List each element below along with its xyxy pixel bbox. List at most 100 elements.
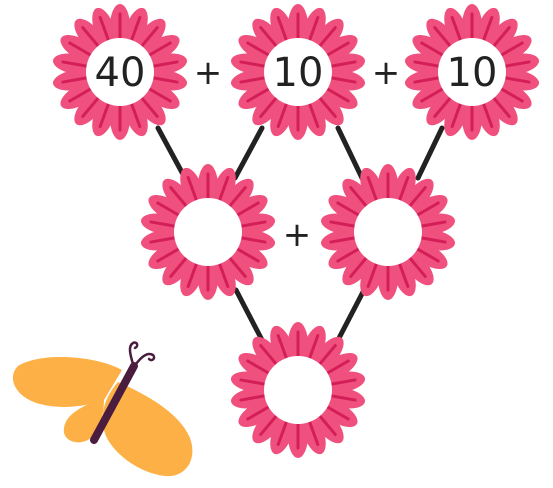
petal-vein — [366, 175, 378, 202]
petal-vein — [149, 220, 177, 228]
top-number-1: 40 — [95, 50, 146, 96]
butterfly-antenna — [128, 341, 139, 366]
petal-vein — [349, 186, 368, 208]
petal-vein — [239, 394, 267, 402]
petal-vein — [450, 102, 462, 129]
butterfly-upper-wing — [12, 356, 122, 407]
butterfly-small-wing — [63, 398, 104, 443]
flower-top-1 — [52, 4, 188, 140]
petal-vein — [276, 333, 288, 360]
petal-vein — [147, 41, 172, 57]
petal-vein — [419, 220, 447, 228]
petal-vein — [408, 186, 427, 208]
petal-vein — [398, 262, 410, 289]
petal-vein — [246, 405, 271, 421]
petal-vein — [329, 76, 357, 84]
petal-vein — [259, 344, 278, 366]
petal-vein — [81, 96, 100, 118]
petal-vein — [235, 201, 260, 217]
plus-sign: + — [372, 53, 401, 93]
petal-vein — [415, 247, 440, 263]
petal-vein — [329, 378, 357, 386]
petal-vein — [246, 359, 271, 375]
petal-vein — [433, 96, 452, 118]
flower-center — [174, 198, 242, 266]
petal-vein — [482, 15, 494, 42]
connector-line — [232, 125, 265, 181]
petal-vein — [235, 247, 260, 263]
petal-vein — [366, 262, 378, 289]
petal-vein — [186, 175, 198, 202]
petal-vein — [329, 236, 357, 244]
petal-vein — [169, 186, 188, 208]
petal-vein — [156, 247, 181, 263]
petal-vein — [61, 60, 89, 68]
petal-vein — [130, 15, 142, 42]
petal-vein — [413, 60, 441, 68]
petal-vein — [329, 220, 357, 228]
petal-vein — [503, 76, 531, 84]
petal-vein — [325, 87, 350, 103]
petal-vein — [151, 76, 179, 84]
petal-vein — [169, 256, 188, 278]
flower-bottom — [230, 322, 366, 458]
petal-vein — [349, 256, 368, 278]
connector-line — [415, 125, 445, 181]
petal-vein — [147, 87, 172, 103]
petal-vein — [228, 256, 247, 278]
flower-middle-2 — [320, 164, 456, 300]
flower-middle-1 — [140, 164, 276, 300]
connector-line — [233, 287, 265, 343]
butterfly-lower-wing — [102, 382, 193, 477]
flower-center — [438, 38, 506, 106]
connector-lines — [155, 125, 445, 343]
petal-vein — [325, 359, 350, 375]
connector-line — [335, 125, 365, 181]
flower-center — [354, 198, 422, 266]
petal-vein — [420, 41, 445, 57]
petal-vein — [413, 76, 441, 84]
petal-vein — [318, 414, 337, 436]
petal-vein — [246, 41, 271, 57]
connector-line — [155, 125, 188, 181]
petal-vein — [419, 236, 447, 244]
petal-vein — [503, 60, 531, 68]
plus-sign: + — [194, 53, 223, 93]
petal-vein — [318, 26, 337, 48]
petal-vein — [239, 60, 267, 68]
petal-vein — [239, 236, 267, 244]
petal-vein — [218, 262, 230, 289]
petal-vein — [186, 262, 198, 289]
petal-vein — [61, 76, 89, 84]
petal-vein — [492, 26, 511, 48]
petal-vein — [433, 26, 452, 48]
petal-vein — [318, 344, 337, 366]
petal-vein — [276, 102, 288, 129]
petal-vein — [325, 41, 350, 57]
petal-vein — [329, 394, 357, 402]
petal-vein — [156, 201, 181, 217]
petal-vein — [318, 96, 337, 118]
petal-vein — [130, 102, 142, 129]
petal-vein — [499, 87, 524, 103]
petal-vein — [499, 41, 524, 57]
petal-vein — [492, 96, 511, 118]
petal-vein — [239, 378, 267, 386]
petal-vein — [308, 15, 320, 42]
petal-vein — [98, 15, 110, 42]
petal-vein — [246, 87, 271, 103]
petal-vein — [408, 256, 427, 278]
flower-top-3 — [404, 4, 540, 140]
petal-vein — [398, 175, 410, 202]
petal-vein — [149, 236, 177, 244]
butterfly-antenna — [134, 352, 156, 366]
petal-vein — [415, 201, 440, 217]
flower-top-2 — [230, 4, 366, 140]
petal-vein — [259, 26, 278, 48]
petal-vein — [336, 201, 361, 217]
top-number-2: 10 — [273, 50, 324, 96]
petal-vein — [228, 186, 247, 208]
petal-vein — [151, 60, 179, 68]
flower-center — [264, 356, 332, 424]
